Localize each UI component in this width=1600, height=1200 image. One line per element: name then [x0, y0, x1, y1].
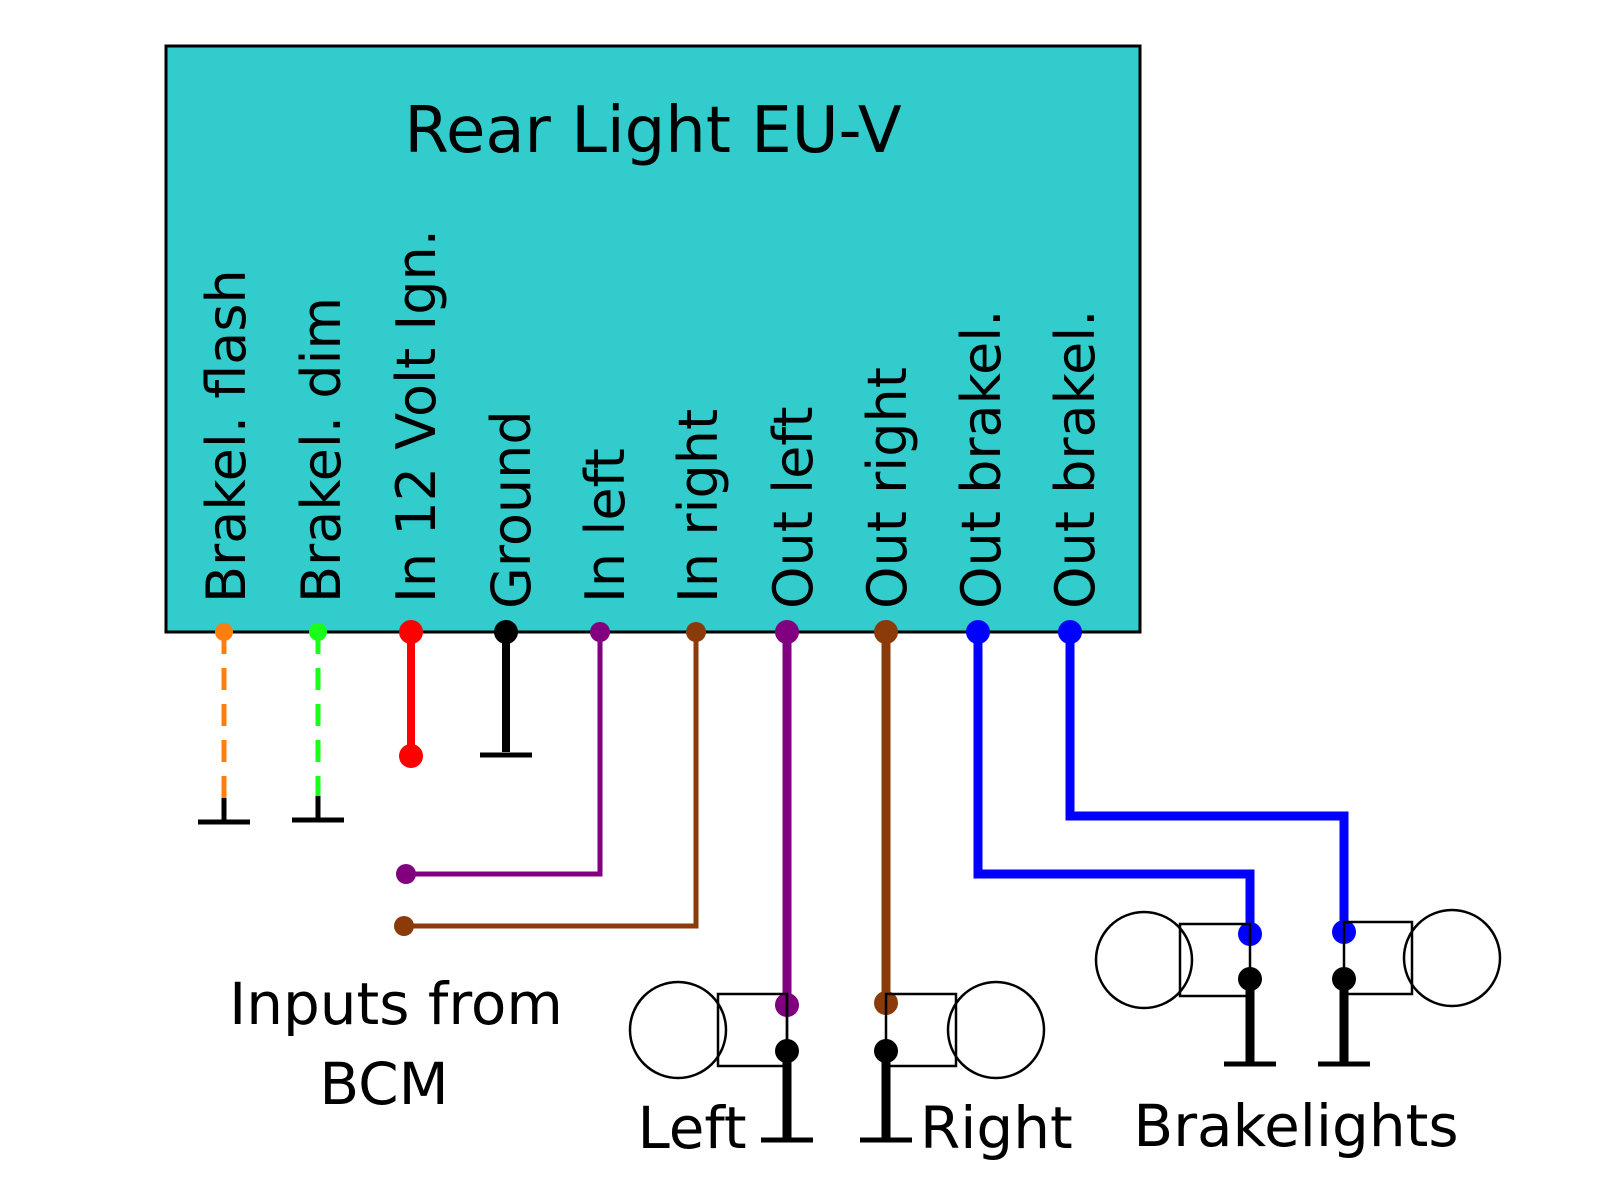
- module-title: Rear Light EU-V: [404, 94, 902, 168]
- pin-label-in-12-volt: In 12 Volt Ign.: [385, 229, 448, 603]
- wire-in-12-volt: [399, 620, 423, 768]
- wire-out-brakel-2: [1058, 620, 1356, 944]
- pin-label-ground: Ground: [480, 410, 543, 609]
- caption-bcm: BCM: [319, 1050, 448, 1118]
- pin-label-out-brakel-2: Out brakel.: [1044, 310, 1107, 609]
- ground-symbol-icon: [198, 798, 250, 825]
- wire-in-right: [394, 622, 706, 936]
- wire-brakel-flash: [198, 623, 250, 825]
- caption-inputs-from: Inputs from: [229, 970, 563, 1038]
- wire-out-brakel-1: [966, 620, 1262, 946]
- caption-right: Right: [920, 1094, 1073, 1162]
- module-box: [164, 44, 1142, 634]
- bulbs: [628, 908, 1502, 1143]
- ground-symbol-icon: [292, 796, 344, 823]
- pin-label-in-left: In left: [574, 448, 637, 603]
- caption-left: Left: [637, 1094, 746, 1162]
- bulb-icon: [860, 980, 1046, 1143]
- captions: Inputs from BCM Left Right Brakelights: [229, 970, 1458, 1162]
- pin-label-in-right: In right: [667, 409, 730, 603]
- caption-brakelights: Brakelights: [1133, 1092, 1458, 1160]
- pin-label-brakel-dim: Brakel. dim: [290, 297, 353, 603]
- wire-out-right: [874, 620, 898, 1015]
- pin-label-brakel-flash: Brakel. flash: [195, 269, 258, 603]
- pin-label-out-left: Out left: [762, 406, 825, 609]
- bulb-icon: [628, 980, 813, 1143]
- bulb-icon: [1094, 910, 1276, 1067]
- pin-label-out-right: Out right: [856, 367, 919, 609]
- bulb-icon: [1318, 908, 1502, 1067]
- wires: [198, 620, 1356, 1017]
- wire-in-left: [396, 622, 610, 884]
- wire-brakel-dim: [292, 623, 344, 823]
- rear-light-module: Rear Light EU-V: [164, 44, 1142, 634]
- pin-labels: Brakel. flash Brakel. dim In 12 Volt Ign…: [195, 229, 1107, 609]
- wire-ground: [480, 620, 532, 758]
- pin-label-out-brakel-1: Out brakel.: [950, 310, 1013, 609]
- wire-out-left: [775, 620, 799, 1017]
